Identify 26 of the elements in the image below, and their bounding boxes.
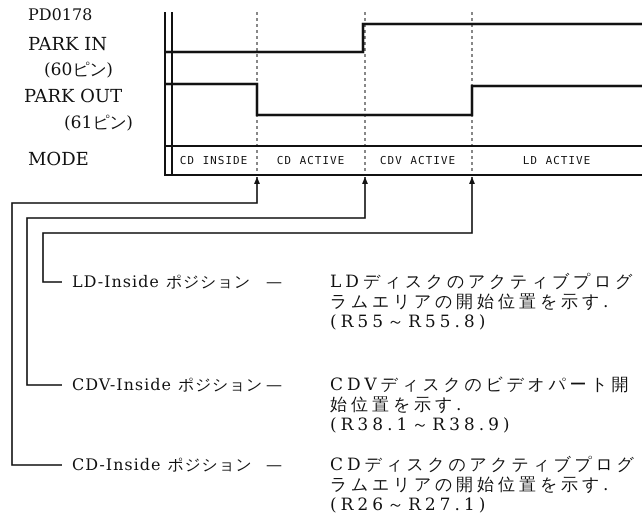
signal-label: PD0178: [28, 4, 92, 26]
description-text: CDVディスクのビデオパート開始位置を示す.: [330, 375, 634, 415]
mode-label: CD ACTIVE: [276, 154, 346, 168]
signal-label: MODE: [28, 149, 89, 171]
signal-label: (61ピン): [64, 112, 133, 134]
range-text: (R38.1～R38.9): [330, 415, 515, 435]
range-text: (R55～R55.8): [330, 312, 490, 332]
signal-label: PARK OUT: [24, 86, 122, 108]
leader-line: [26, 177, 368, 386]
mode-label: CD INSIDE: [180, 154, 248, 168]
range-text: (R26～R27.1): [330, 495, 490, 515]
signal-label: (60ピン): [44, 59, 113, 81]
position-name: CD-Inside ポジション: [71, 455, 254, 475]
separator-dash: —: [265, 455, 283, 475]
mode-band: [165, 145, 642, 176]
position-name: LD-Inside ポジション: [71, 272, 252, 292]
leader-line: [42, 177, 475, 283]
position-name: CDV-Inside ポジション: [71, 375, 262, 395]
mode-label: LD ACTIVE: [522, 154, 592, 168]
signal-label: PARK IN: [28, 34, 108, 56]
separator-dash: —: [265, 272, 283, 292]
leader-line: [11, 177, 260, 466]
mode-label: CDV ACTIVE: [380, 154, 456, 168]
description-text: CDディスクのアクティブプログラムエリアの開始位置を示す.: [330, 455, 639, 495]
separator-dash: —: [265, 375, 283, 395]
description-text: LDディスクのアクティブプログラムエリアの開始位置を示す.: [330, 272, 637, 312]
